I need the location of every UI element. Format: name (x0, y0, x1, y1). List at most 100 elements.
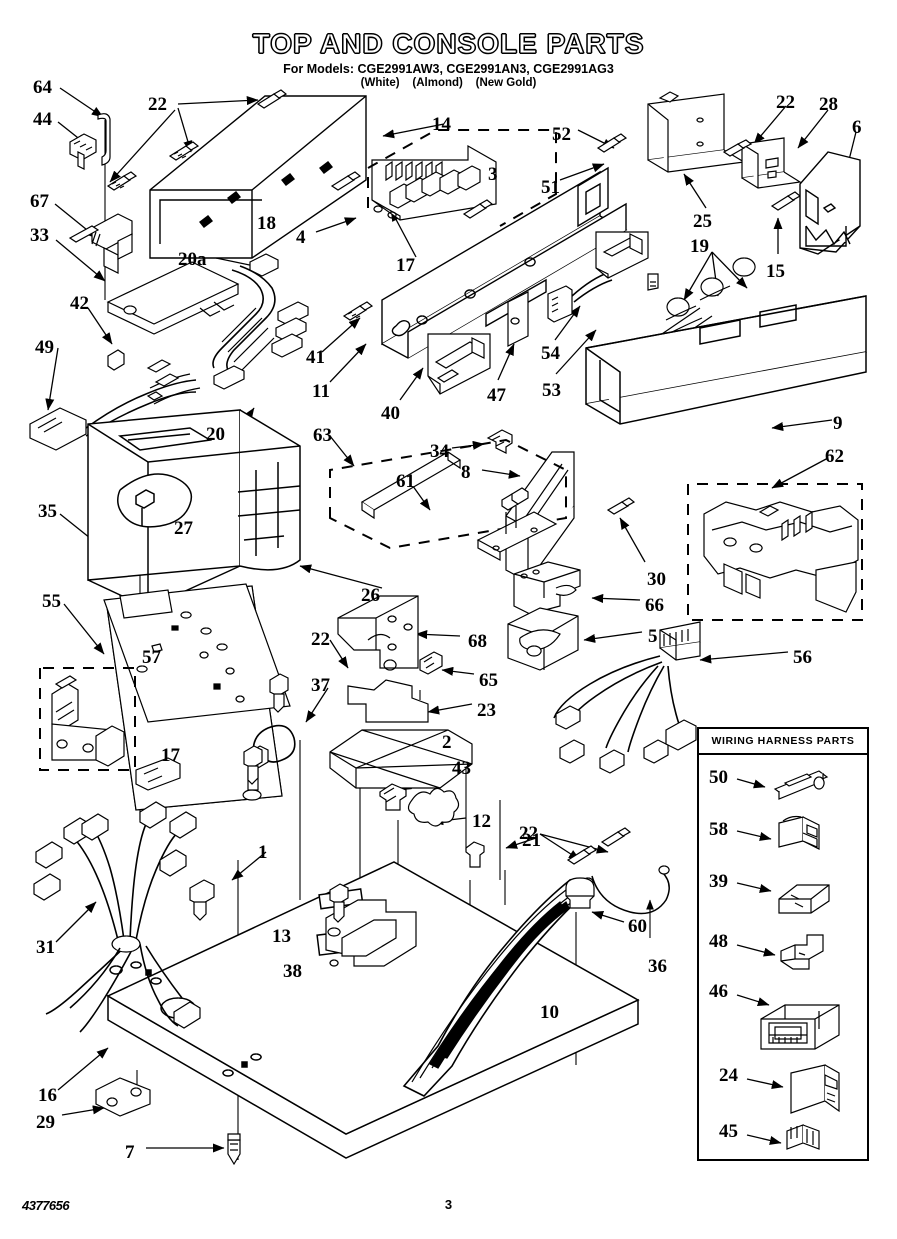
page-title: TOP AND CONSOLE PARTS (252, 27, 645, 59)
part-34-clip (486, 429, 513, 454)
callout-15: 15 (766, 261, 785, 282)
part-40-control-module (427, 333, 491, 395)
callout-20a: 20a (178, 249, 207, 270)
callout-31: 31 (36, 937, 55, 958)
callout-21: 21 (522, 830, 541, 851)
part-3-switch-assembly (371, 144, 497, 221)
callout-42: 42 (70, 293, 89, 314)
callout-19: 19 (690, 236, 709, 257)
document-number: 4377656 (22, 1198, 70, 1213)
callout-29: 29 (36, 1112, 55, 1133)
callout-4: 4 (296, 227, 306, 248)
part-31-main-harness (33, 801, 201, 1033)
part-9-console-cover (585, 295, 867, 425)
color-variants: (White) (Almond) (New Gold) (0, 77, 897, 89)
part-12-gasket (407, 787, 460, 827)
callout-34: 34 (430, 441, 449, 462)
callout-67: 67 (30, 191, 49, 212)
callout-3: 3 (488, 164, 498, 185)
callout-30: 30 (647, 569, 666, 590)
harness-part-48 (780, 934, 824, 970)
harness-part-58 (778, 815, 820, 850)
screw-22-g (600, 827, 632, 847)
wiring-harness-title-bar: WIRING HARNESS PARTS (699, 729, 867, 755)
screw-15 (770, 191, 802, 211)
callout-52: 52 (552, 124, 571, 145)
harness-part-24 (790, 1064, 840, 1114)
part-25-bracket (647, 91, 746, 173)
callout-43: 43 (452, 758, 471, 779)
harness-callout-48: 48 (709, 931, 728, 952)
callout-53: 53 (542, 380, 561, 401)
callout-66: 66 (645, 595, 664, 616)
callout-22: 22 (311, 629, 330, 650)
wiring-harness-parts-panel: WIRING HARNESS PARTS (697, 727, 869, 1161)
callout-65: 65 (479, 670, 498, 691)
wiring-harness-title: WIRING HARNESS PARTS (711, 735, 855, 747)
screw-22-h (189, 879, 215, 921)
callout-63: 63 (313, 425, 332, 446)
part-62-detail-assembly (687, 483, 863, 621)
callout-20: 20 (206, 424, 225, 445)
screw-17b (462, 199, 494, 219)
screw-17c (243, 745, 263, 785)
callout-5: 5 (648, 626, 658, 647)
callout-25: 25 (693, 211, 712, 232)
callout-16: 16 (38, 1085, 57, 1106)
part-10-vent-grille (402, 878, 582, 1097)
part-60-cap (565, 877, 595, 909)
callout-27: 27 (174, 518, 193, 539)
part-37-link (242, 724, 296, 801)
callout-35: 35 (38, 501, 57, 522)
callout-6: 6 (852, 117, 862, 138)
color-variant-almond: (Almond) (412, 77, 463, 89)
part-51-console-frame (381, 166, 628, 359)
screw-13 (329, 883, 349, 923)
part-38-bracket (325, 899, 417, 967)
page-number: 3 (444, 1197, 453, 1212)
callout-22: 22 (148, 94, 167, 115)
callout-12: 12 (472, 811, 491, 832)
callout-14: 14 (432, 114, 451, 135)
dashed-region-14 (367, 129, 557, 227)
harness-callout-58: 58 (709, 819, 728, 840)
harness-part-46 (760, 1004, 840, 1050)
callout-28: 28 (819, 94, 838, 115)
callout-37: 37 (311, 675, 330, 696)
part-64-clip (97, 113, 111, 166)
part-42-board (106, 261, 240, 335)
screw-22-d (722, 139, 753, 157)
harness-callout-50: 50 (709, 767, 728, 788)
harness-part-50 (773, 770, 829, 800)
callout-64: 64 (33, 77, 52, 98)
callout-68: 68 (468, 631, 487, 652)
harness-callout-46: 46 (709, 981, 728, 1002)
part-47-plate (507, 291, 529, 347)
callout-17: 17 (161, 745, 180, 766)
callout-54: 54 (541, 343, 560, 364)
callout-55: 55 (42, 591, 61, 612)
callout-33: 33 (30, 225, 49, 246)
part-63-bracket-screws (476, 487, 558, 562)
screw-30 (606, 497, 636, 515)
part-55-detail-box (39, 667, 136, 771)
callout-8: 8 (461, 462, 471, 483)
callout-10: 10 (540, 1002, 559, 1023)
screw-7 (227, 1133, 241, 1166)
part-43-grommet (379, 783, 407, 811)
callout-56: 56 (793, 647, 812, 668)
part-53-board (595, 231, 659, 291)
part-23-cover-plate (347, 679, 429, 723)
models-label: For Models: CGE2991AW3, CGE2991AN3, CGE2… (283, 62, 614, 76)
part-20-console-box (87, 409, 301, 610)
callout-23: 23 (477, 700, 496, 721)
part-35-plate-skew (103, 583, 291, 723)
part-6-end-cap (799, 151, 861, 255)
part-49-harness (29, 349, 201, 451)
callout-41: 41 (306, 347, 325, 368)
callout-22: 22 (519, 823, 538, 844)
callout-2: 2 (442, 732, 452, 753)
callout-36: 36 (648, 956, 667, 977)
callout-7: 7 (125, 1142, 135, 1163)
part-28-switch (741, 137, 802, 189)
